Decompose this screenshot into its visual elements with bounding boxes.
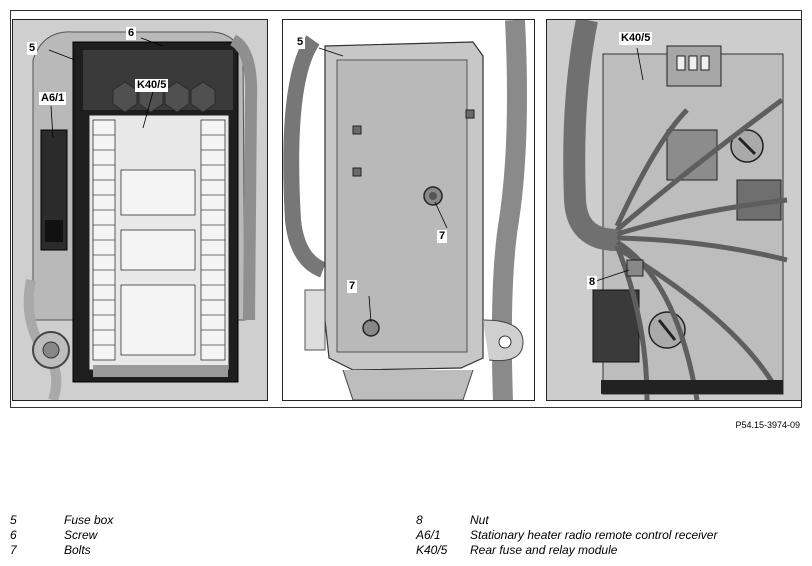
fuse-box-open-drawing (13, 20, 267, 400)
legend-description: Rear fuse and relay module (470, 543, 618, 557)
legend-code: 8 (416, 513, 423, 527)
legend-description: Screw (64, 528, 98, 542)
figure-id: P54.15-3974-09 (735, 420, 800, 430)
callout-a61-receiver: A6/1 (39, 92, 67, 105)
legend-description: Nut (470, 513, 489, 527)
legend-item: 6 Screw (10, 528, 390, 543)
legend-item: A6/1 Stationary heater radio remote cont… (416, 528, 800, 543)
callout-7-bolt-lower: 7 (347, 280, 358, 293)
callout-5-fuse-box: 5 (27, 42, 38, 55)
callout-5-fuse-box: 5 (295, 36, 306, 49)
legend-item: 8 Nut (416, 513, 800, 528)
panel-fuse-box-open: 5 6 A6/1 K40/5 (12, 19, 268, 401)
legend-code: 6 (10, 528, 17, 542)
legend-description: Stationary heater radio remote control r… (470, 528, 718, 542)
callout-6-screw: 6 (126, 27, 137, 40)
callout-k405-module: K40/5 (135, 79, 169, 92)
legend-item: 5 Fuse box (10, 513, 390, 528)
callout-k405-module: K40/5 (619, 32, 653, 45)
legend-description: Fuse box (64, 513, 114, 527)
relay-module-rear-drawing (547, 20, 801, 400)
callout-8-nut: 8 (587, 276, 598, 289)
legend-code: K40/5 (416, 543, 448, 557)
panel-relay-module-rear: K40/5 8 (546, 19, 802, 401)
legend-code: 5 (10, 513, 17, 527)
illustration-frame: 5 6 A6/1 K40/5 5 7 7 (10, 10, 802, 408)
legend-code: 7 (10, 543, 17, 557)
legend-item: K40/5 Rear fuse and relay module (416, 543, 800, 558)
legend-code: A6/1 (416, 528, 441, 542)
legend-description: Bolts (64, 543, 91, 557)
callout-7-bolt-upper: 7 (437, 230, 448, 243)
fuse-box-closed-drawing (283, 20, 534, 400)
panel-fuse-box-closed: 5 7 7 (282, 19, 535, 401)
legend-item: 7 Bolts (10, 543, 390, 558)
